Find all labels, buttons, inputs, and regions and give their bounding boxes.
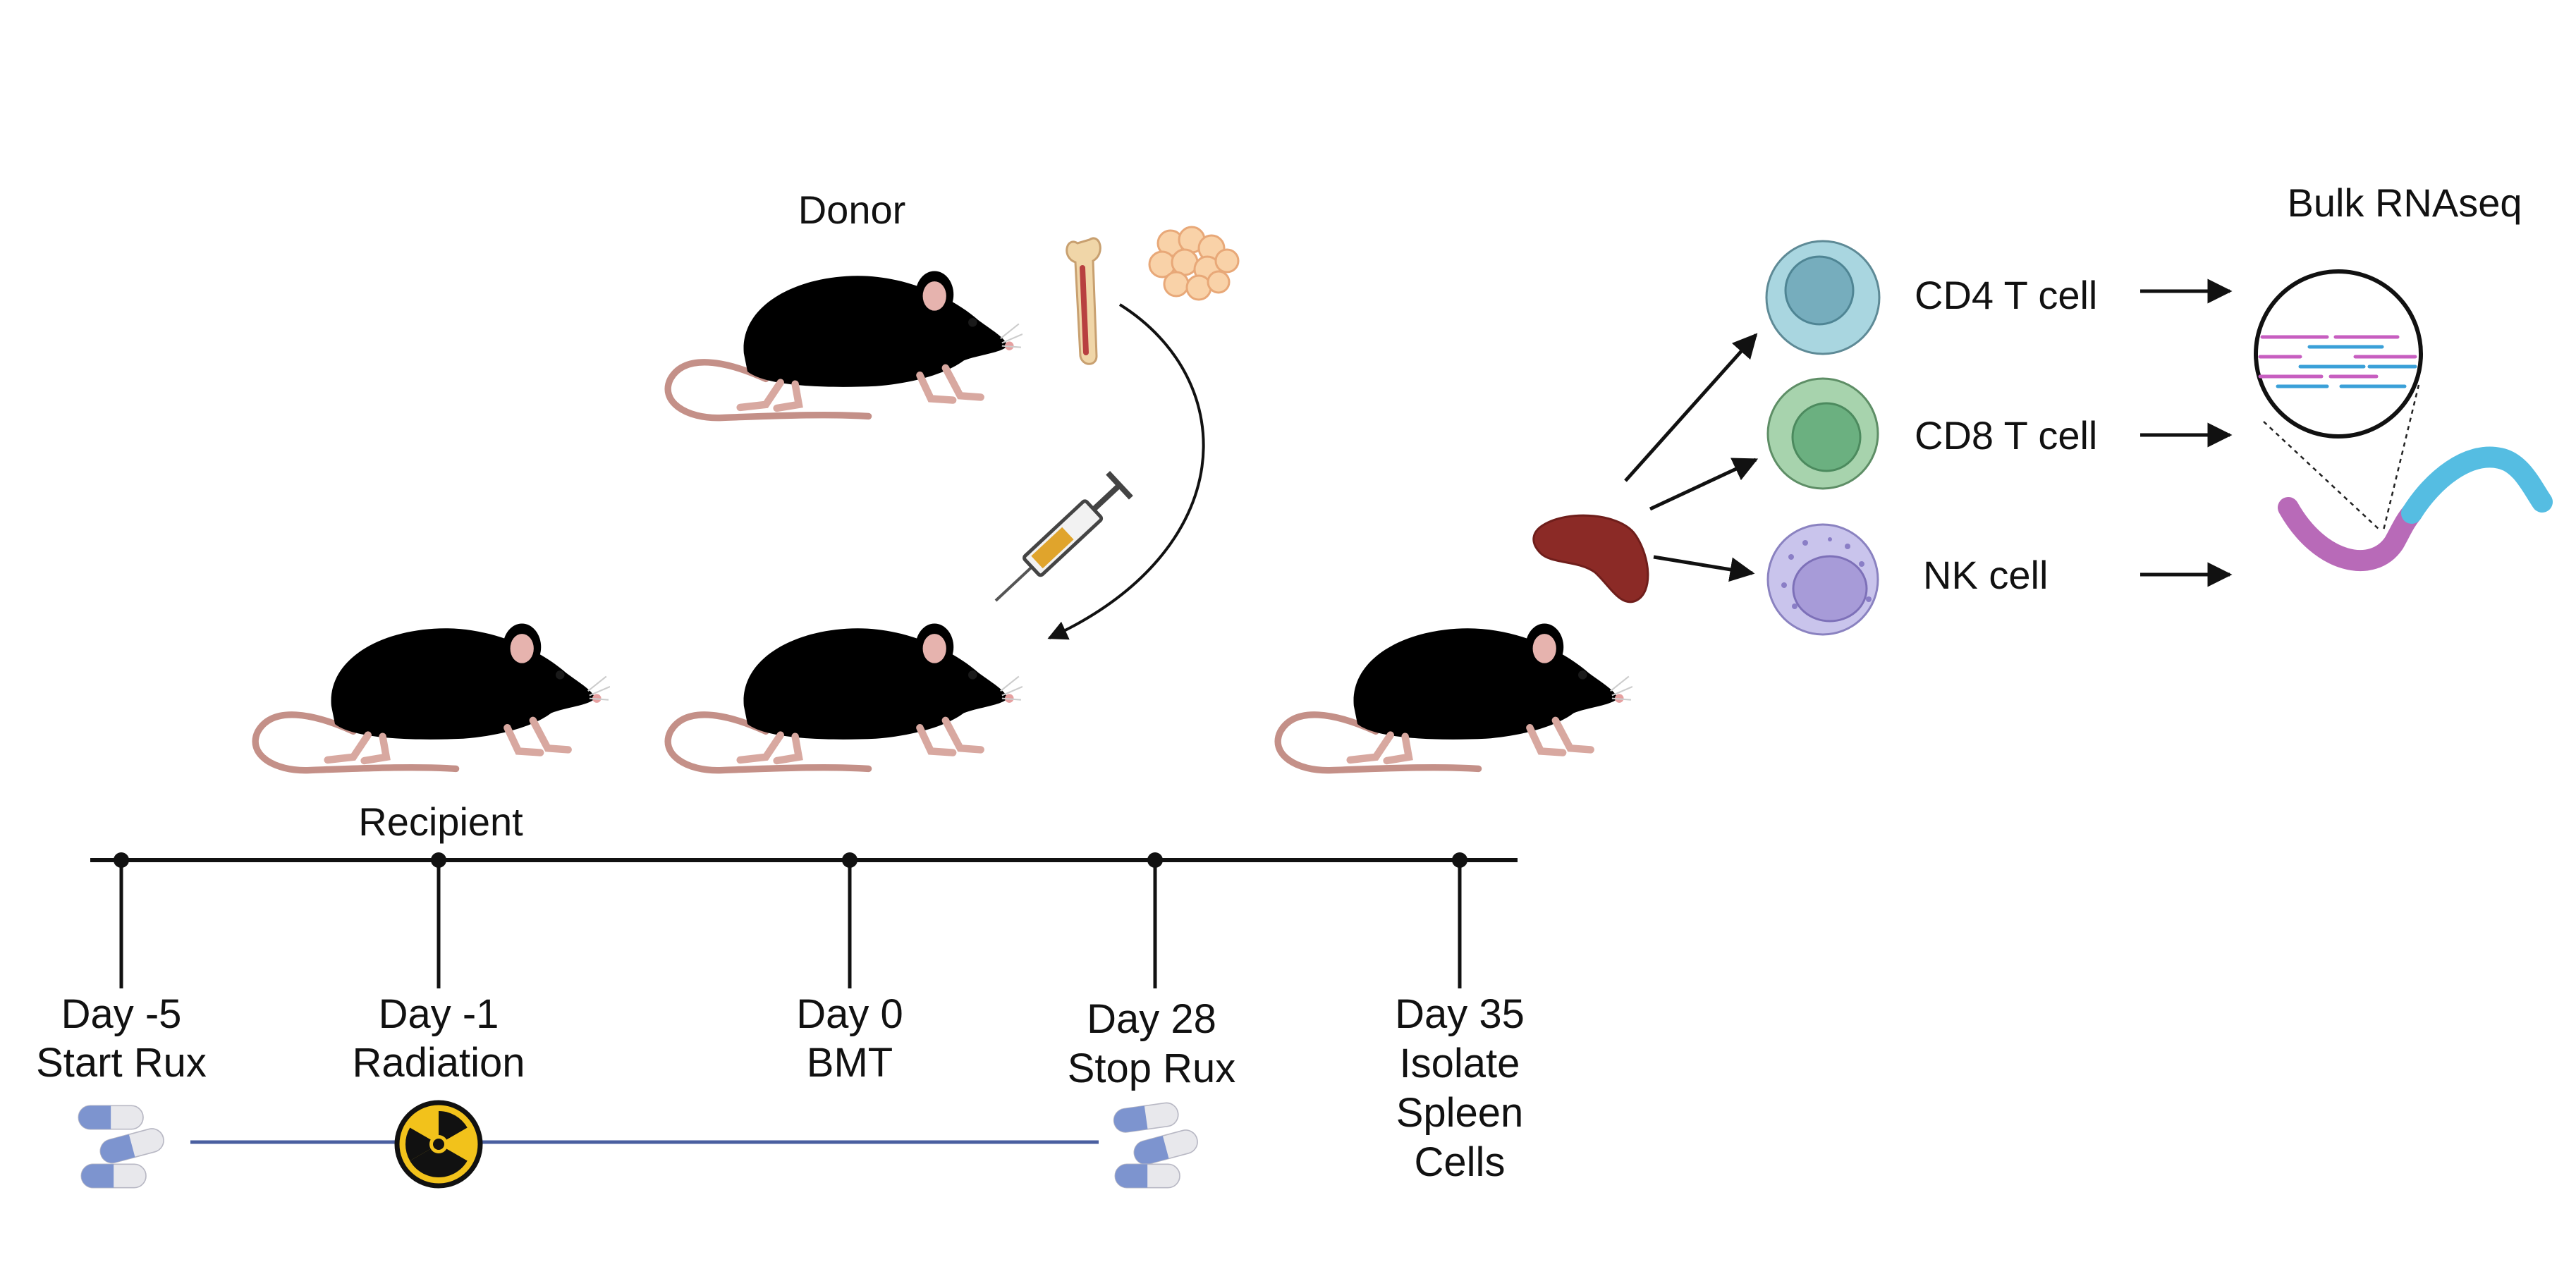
timeline-event-label: BMT <box>807 1040 893 1086</box>
bulk-rnaseq-label: Bulk RNAseq <box>2287 180 2522 225</box>
timeline-day-label: Day 35 <box>1395 991 1525 1037</box>
black-mouse-icon <box>668 624 1023 771</box>
recipient-label: Recipient <box>358 799 523 844</box>
pill-icon <box>78 1105 167 1189</box>
timeline-day-label: Day -5 <box>61 991 182 1037</box>
magnifier-icon <box>2254 269 2423 531</box>
timeline-event-label: Cells <box>1415 1139 1506 1185</box>
timeline-dots <box>114 852 1467 868</box>
spleen-icon <box>1532 514 1649 603</box>
donor-label: Donor <box>798 188 906 232</box>
pill-icon <box>1111 1101 1201 1189</box>
syringe-icon <box>994 471 1133 602</box>
timeline-ticks <box>119 860 1462 988</box>
bone-marrow-cells-icon <box>1148 226 1240 301</box>
arrow-to-cd4 <box>1624 333 1758 482</box>
timeline-event-label: Stop Rux <box>1068 1046 1236 1091</box>
timeline-day-label: Day 28 <box>1087 996 1216 1042</box>
timeline-event-label: Radiation <box>352 1040 525 1086</box>
white-mouse-icon <box>668 271 1023 418</box>
arrow-to-nk <box>1653 555 1755 582</box>
nk-cell-icon <box>1766 523 1879 636</box>
cell-label: CD4 T cell <box>1915 273 2097 317</box>
cd4-t-cell-icon <box>1765 240 1881 355</box>
timeline-day-label: Day -1 <box>379 991 499 1037</box>
arrow-to-cd8 <box>1649 458 1759 511</box>
cell-label: NK cell <box>1923 553 2048 597</box>
transplant-arrow <box>1047 303 1205 640</box>
cell-label: CD8 T cell <box>1915 413 2097 458</box>
black-mouse-icon <box>255 624 610 771</box>
timeline-event-label: Spleen <box>1396 1090 1524 1136</box>
timeline-day-label: Day 0 <box>796 991 903 1037</box>
bone-icon <box>1066 237 1101 365</box>
rna-strand-icon <box>2278 446 2553 571</box>
timeline-event-label: Isolate <box>1400 1041 1520 1086</box>
black-mouse-icon <box>1278 624 1632 771</box>
cd8-t-cell-icon <box>1766 377 1879 490</box>
radiation-icon <box>394 1100 483 1189</box>
timeline-event-label: Start Rux <box>36 1040 207 1086</box>
